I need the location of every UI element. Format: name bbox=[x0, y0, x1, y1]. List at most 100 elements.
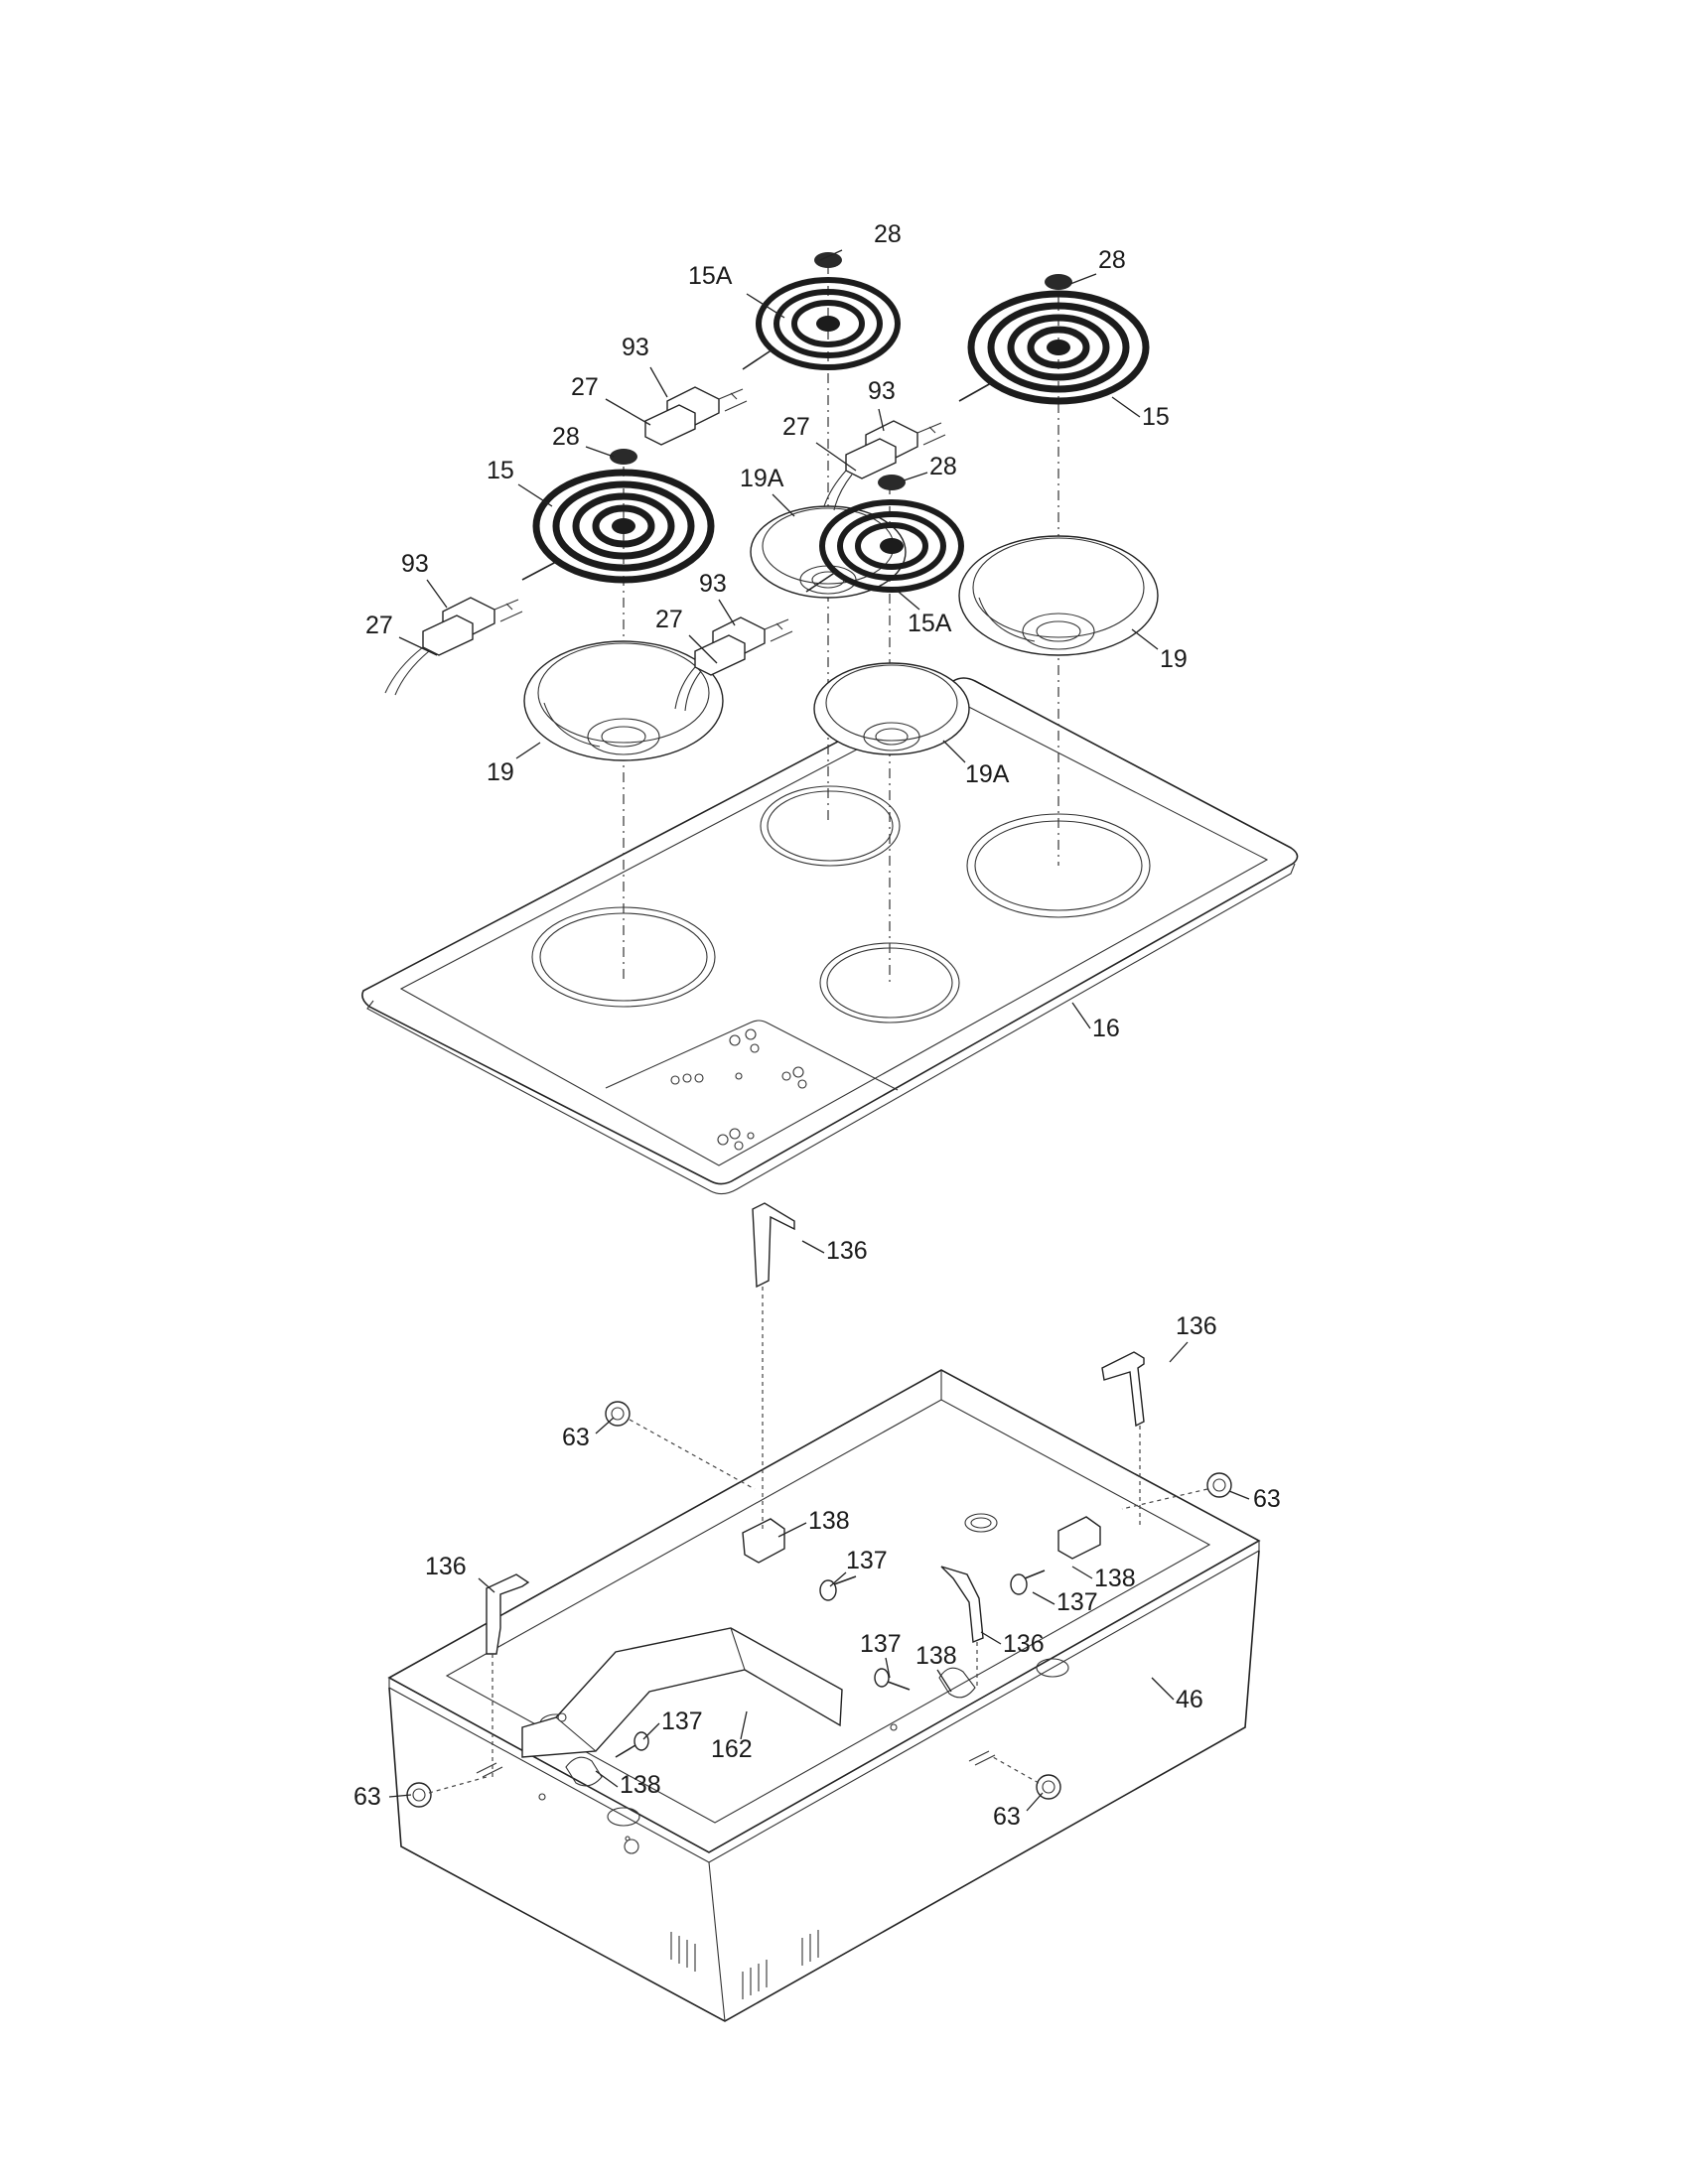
callout-l28d: 28 bbox=[929, 453, 957, 480]
callout-l138c: 138 bbox=[915, 1642, 957, 1670]
callout-l63c: 63 bbox=[353, 1783, 381, 1811]
callout-l19b: 19 bbox=[487, 758, 514, 786]
callout-l137c: 137 bbox=[860, 1630, 902, 1658]
leader-line-l27a bbox=[605, 398, 651, 426]
wire-terminals-27 bbox=[384, 404, 897, 712]
callout-l63b: 63 bbox=[1253, 1485, 1281, 1513]
callout-l63a: 63 bbox=[562, 1424, 590, 1451]
leader-line-l137b bbox=[1032, 1591, 1055, 1605]
leader-line-l63c bbox=[388, 1794, 412, 1798]
callout-l93a: 93 bbox=[622, 334, 649, 361]
callout-l93c: 93 bbox=[401, 550, 429, 578]
callout-l138a: 138 bbox=[808, 1507, 850, 1535]
leader-line-l19a2 bbox=[942, 740, 966, 763]
callout-l136a: 136 bbox=[826, 1237, 868, 1265]
callout-l19a: 19 bbox=[1160, 645, 1188, 673]
leader-line-l15a2 bbox=[893, 587, 920, 611]
callout-l136d: 136 bbox=[1003, 1630, 1045, 1658]
leader-line-l138d bbox=[595, 1770, 619, 1788]
burner-opening-right-front bbox=[819, 942, 960, 1024]
surface-element-15a-rear bbox=[742, 277, 901, 370]
callout-l93d: 93 bbox=[699, 570, 727, 598]
brackets-136 bbox=[486, 1202, 1145, 1655]
leader-line-l15c bbox=[517, 483, 553, 507]
callout-l63d: 63 bbox=[993, 1803, 1021, 1831]
leader-line-l136c bbox=[478, 1577, 495, 1593]
alignment-lines-bottom bbox=[428, 1287, 1208, 1794]
heat-shield-162 bbox=[521, 1627, 843, 1758]
callout-l137a: 137 bbox=[846, 1547, 888, 1574]
leader-line-l15a1 bbox=[746, 293, 785, 319]
callout-l15a2: 15A bbox=[908, 610, 952, 637]
callout-l19a1: 19A bbox=[740, 465, 784, 492]
callout-l136c: 136 bbox=[425, 1553, 467, 1580]
leader-line-l28c bbox=[585, 446, 615, 458]
callout-l27a: 27 bbox=[571, 373, 599, 401]
burner-box-46 bbox=[387, 1369, 1261, 2022]
cooktop-main-top bbox=[361, 677, 1299, 1195]
callout-l27d: 27 bbox=[655, 606, 683, 633]
leader-line-l138b bbox=[1071, 1566, 1093, 1579]
leader-line-l19a1 bbox=[772, 493, 795, 517]
leader-line-l93a bbox=[649, 366, 668, 398]
callout-l15b: 15 bbox=[1142, 403, 1170, 431]
leader-line-l138a bbox=[777, 1522, 807, 1538]
leader-line-l137d bbox=[642, 1722, 660, 1740]
callout-l138b: 138 bbox=[1094, 1565, 1136, 1592]
leader-line-l136a bbox=[801, 1240, 825, 1254]
drip-bowl-19-left bbox=[523, 640, 724, 761]
trim-caps-28 bbox=[610, 252, 1072, 490]
leader-line-l138c bbox=[936, 1669, 952, 1693]
drip-bowl-19a-left bbox=[750, 505, 907, 599]
leader-line-l28a bbox=[819, 249, 843, 261]
callout-labels: 28 15A 28 93 27 93 15 28 27 28 15 19A 93 93 27 27 15A 19 1… bbox=[353, 220, 1281, 1831]
surface-element-15a-front bbox=[805, 499, 964, 593]
callout-l137d: 137 bbox=[661, 1707, 703, 1735]
drip-bowl-19-right bbox=[958, 535, 1159, 656]
leader-line-l137c bbox=[885, 1657, 891, 1679]
leader-line-l27b bbox=[815, 442, 857, 472]
callout-l46: 46 bbox=[1176, 1686, 1203, 1713]
leader-line-l19a bbox=[1131, 628, 1159, 650]
callout-l28a: 28 bbox=[874, 220, 902, 248]
control-knob-holes bbox=[670, 1028, 807, 1151]
burner-opening-right-rear bbox=[966, 813, 1151, 918]
leader-line-l27d bbox=[688, 634, 718, 664]
leader-line-l63d bbox=[1026, 1792, 1044, 1812]
callout-l19a2: 19A bbox=[965, 760, 1010, 788]
leader-line-l93d bbox=[718, 599, 736, 626]
drip-bowl-19a-right bbox=[813, 662, 970, 755]
leader-line-l136d bbox=[980, 1631, 1002, 1645]
leader-line-l19b bbox=[515, 742, 541, 759]
leader-line-l93b bbox=[878, 408, 885, 432]
leader-line-l162 bbox=[740, 1710, 748, 1740]
leader-line-l15b bbox=[1111, 396, 1141, 418]
burner-opening-left-rear bbox=[760, 785, 901, 867]
leader-line-l63a bbox=[595, 1417, 615, 1434]
callout-l28c: 28 bbox=[552, 423, 580, 451]
leader-line-l28d bbox=[903, 472, 928, 481]
callout-l15a1: 15A bbox=[688, 262, 733, 290]
leader-line-l93c bbox=[426, 579, 448, 609]
callout-l136b: 136 bbox=[1176, 1312, 1217, 1340]
leader-line-l46 bbox=[1151, 1677, 1175, 1701]
leader-line-l137a bbox=[829, 1571, 847, 1587]
leader-line-l16 bbox=[1071, 1002, 1091, 1029]
callout-l27b: 27 bbox=[782, 413, 810, 441]
leader-line-l63b bbox=[1228, 1490, 1250, 1500]
surface-element-15-left bbox=[521, 469, 715, 584]
callout-l16: 16 bbox=[1092, 1015, 1120, 1042]
leader-line-l27c bbox=[398, 636, 438, 656]
brackets-138 bbox=[565, 1516, 1101, 1787]
callout-l93b: 93 bbox=[868, 377, 896, 405]
surface-element-15-right bbox=[958, 290, 1150, 405]
leader-line-l28b bbox=[1069, 273, 1097, 285]
callout-l28b: 28 bbox=[1098, 246, 1126, 274]
callout-l137b: 137 bbox=[1056, 1588, 1098, 1616]
callout-l162: 162 bbox=[711, 1735, 753, 1763]
leader-line-l136b bbox=[1169, 1341, 1189, 1363]
callout-l138d: 138 bbox=[620, 1771, 661, 1799]
callout-l27c: 27 bbox=[365, 612, 393, 639]
callout-l15c: 15 bbox=[487, 457, 514, 484]
